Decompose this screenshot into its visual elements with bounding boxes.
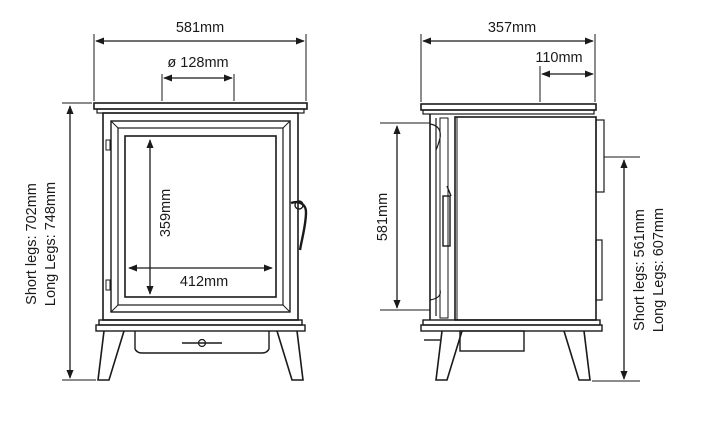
front-height-dimension: Short legs: 702mm Long Legs: 748mm: [24, 102, 96, 381]
side-body-height-dimension: 581mm: [375, 122, 430, 311]
side-view: 357mm 110mm 581mm Short legs: 561mm Long…: [375, 20, 667, 382]
front-height-long-label: Long Legs: 748mm: [43, 182, 59, 306]
window-width-dimension: 412mm: [128, 264, 273, 290]
front-height-short-label: Short legs: 702mm: [24, 183, 40, 305]
front-stove-outline: [93, 102, 308, 321]
side-flue-height-long-label: Long Legs: 607mm: [651, 208, 667, 332]
flue-diameter-label: ø 128mm: [167, 55, 228, 71]
side-body-height-label: 581mm: [375, 193, 391, 241]
front-plinth: [95, 319, 306, 354]
side-depth-dimension: 357mm: [420, 20, 596, 102]
flue-offset-label: 110mm: [535, 50, 582, 66]
side-plinth: [420, 319, 603, 352]
flue-offset-dimension: 110mm: [535, 50, 594, 102]
window-height-label: 359mm: [158, 189, 174, 237]
side-depth-label: 357mm: [488, 20, 536, 36]
door-handle: [290, 200, 308, 251]
flue-diameter-dimension: ø 128mm: [161, 55, 235, 101]
side-flue-height-dimension: Short legs: 561mm Long Legs: 607mm: [592, 156, 667, 382]
front-width-dimension: 581mm: [93, 20, 307, 101]
side-legs: [435, 330, 591, 381]
window-height-dimension: 359mm: [146, 139, 174, 295]
front-view: 581mm ø 128mm 359mm 412mm Short legs: 70…: [24, 20, 308, 381]
front-legs: [97, 330, 304, 381]
side-flue-height-short-label: Short legs: 561mm: [632, 209, 648, 331]
window-width-label: 412mm: [180, 274, 228, 290]
side-stove-outline: [420, 103, 605, 321]
front-width-label: 581mm: [176, 20, 224, 36]
